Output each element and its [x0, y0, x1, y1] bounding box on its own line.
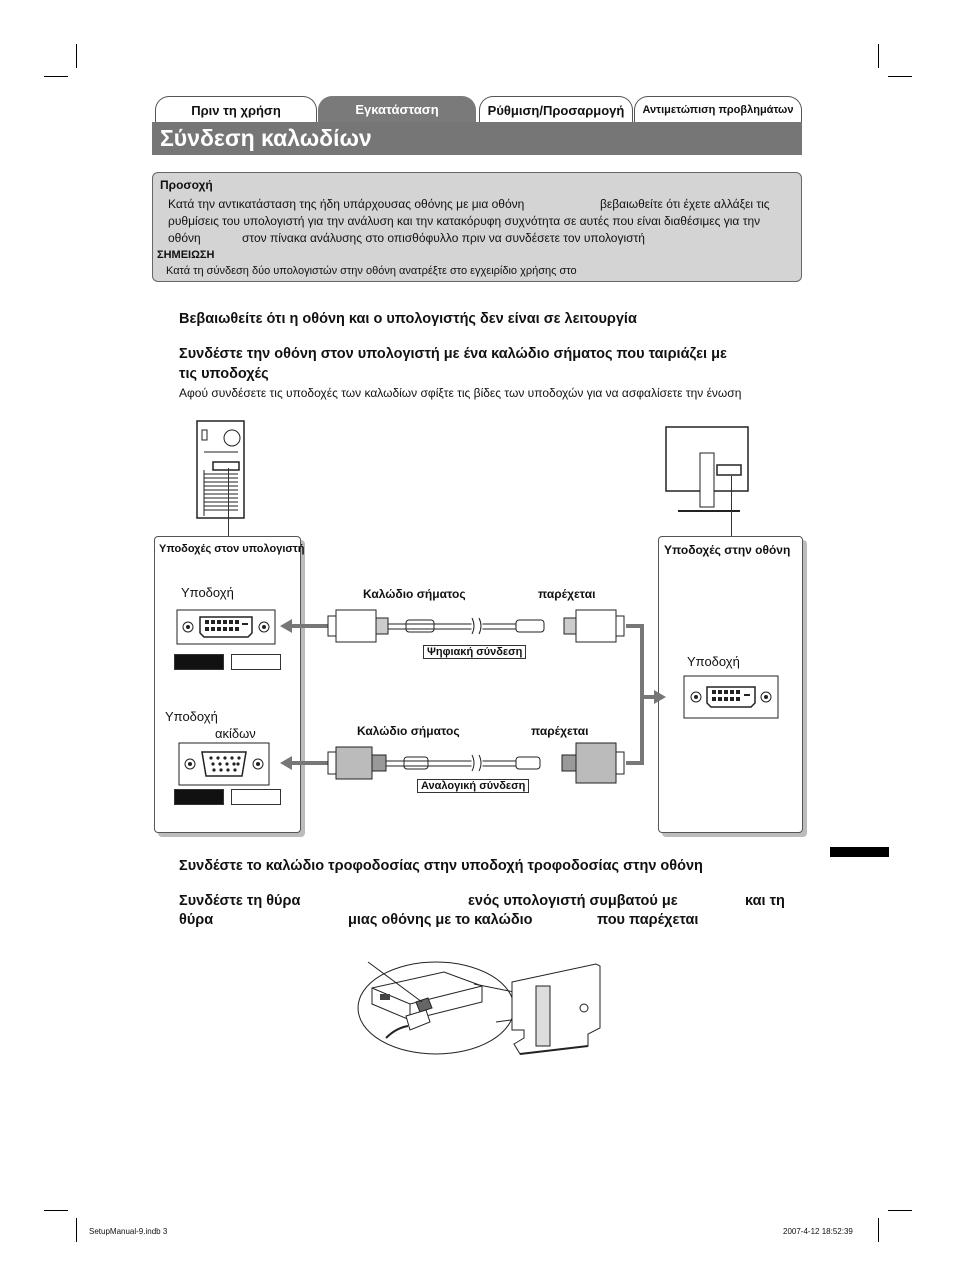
- section-marker: [830, 847, 889, 857]
- cable2-label: Καλώδιο σήματος: [357, 724, 460, 738]
- dsub-socket-icon: [178, 742, 270, 786]
- step-4-b: ενός υπολογιστή συμβατού με: [468, 893, 678, 909]
- monitor-illustration: [665, 426, 749, 512]
- pc-socket-dsub-pins: ακίδων: [215, 726, 256, 741]
- callout-line: [228, 468, 229, 536]
- step-2-line2: τις υποδοχές: [179, 366, 269, 382]
- tab-label: Εγκατάσταση: [355, 101, 439, 117]
- caution-text: ρυθμίσεις του υπολογιστή για την ανάλυση…: [168, 214, 761, 228]
- analog-connection-label: Αναλογική σύνδεση: [417, 779, 530, 793]
- black-tag: [174, 654, 224, 670]
- page-title: Σύνδεση καλωδίων: [160, 125, 372, 151]
- title-bar: Σύνδεση καλωδίων: [152, 122, 802, 155]
- monitor-dvi-socket-icon: [683, 675, 779, 719]
- pc-socket-dvi-label: Υποδοχή: [181, 585, 234, 600]
- step-4-f: που παρέχεται: [597, 912, 699, 928]
- monitor-connectors-panel: Υποδοχές στην οθόνη Υποδοχή: [658, 536, 803, 833]
- crop-mark: [44, 1210, 68, 1211]
- caution-box: Προσοχή Κατά την αντικατάσταση της ήδη υ…: [152, 172, 802, 282]
- white-tag: [231, 789, 281, 805]
- tab-before-use[interactable]: Πριν τη χρήση: [155, 96, 317, 123]
- step-4-a: Συνδέστε τη θύρα: [179, 893, 301, 909]
- cable1-supplied: παρέχεται: [538, 587, 596, 601]
- tab-label: Αντιμετώπιση προβλημάτων: [642, 104, 794, 116]
- crop-mark: [76, 1218, 77, 1242]
- cable1-label: Καλώδιο σήματος: [363, 587, 466, 601]
- black-tag: [174, 789, 224, 805]
- caution-heading: Προσοχή: [160, 178, 213, 192]
- step-4-e: μιας οθόνης με το καλώδιο: [348, 912, 533, 928]
- pc-connectors-panel: Υποδοχές στον υπολογιστή Υποδοχή Υποδοχή…: [154, 536, 305, 833]
- tab-label: Ρύθμιση/Προσαρμογή: [487, 102, 625, 118]
- tab-installation[interactable]: Εγκατάσταση: [318, 96, 476, 122]
- note-text: Κατά τη σύνδεση δύο υπολογιστών στην οθό…: [166, 265, 577, 277]
- footer-date: 2007-4-12 18:52:39: [783, 1227, 853, 1236]
- step-1: Βεβαιωθείτε ότι η οθόνη και ο υπολογιστή…: [179, 311, 637, 327]
- crop-mark: [888, 76, 912, 77]
- note-heading: ΣΗΜΕΙΩΣΗ: [157, 249, 215, 261]
- tab-settings[interactable]: Ρύθμιση/Προσαρμογή: [479, 96, 633, 123]
- monitor-socket-label: Υποδοχή: [687, 654, 740, 669]
- caution-text: βεβαιωθείτε ότι έχετε αλλάξει τις: [600, 197, 770, 211]
- dvi-socket-icon: [176, 609, 276, 645]
- crop-mark: [878, 1218, 879, 1242]
- monitor-connectors-title: Υποδοχές στην οθόνη: [664, 543, 791, 557]
- footer-file: SetupManual-9.indb 3: [89, 1227, 168, 1236]
- step-4-d: θύρα: [179, 912, 214, 928]
- caution-text: Κατά την αντικατάσταση της ήδη υπάρχουσα…: [168, 197, 525, 211]
- step-4-c: και τη: [745, 893, 785, 909]
- step-2-instruction: Αφού συνδέσετε τις υποδοχές των καλωδίων…: [179, 386, 742, 400]
- caution-text: στον πίνακα ανάλυσης στο οπισθόφυλλο πρι…: [242, 231, 645, 245]
- tab-troubleshooting[interactable]: Αντιμετώπιση προβλημάτων: [634, 96, 802, 123]
- crop-mark: [44, 76, 68, 77]
- callout-line: [731, 476, 732, 538]
- white-tag: [231, 654, 281, 670]
- crop-mark: [888, 1210, 912, 1211]
- step-2-line1: Συνδέστε την οθόνη στον υπολογιστή με έν…: [179, 346, 727, 362]
- pc-tower-illustration: [196, 420, 245, 519]
- usb-connection-illustration: [357, 961, 601, 1055]
- step-3: Συνδέστε το καλώδιο τροφοδοσίας στην υπο…: [179, 858, 703, 874]
- crop-mark: [878, 44, 879, 68]
- crop-mark: [76, 44, 77, 68]
- digital-connection-label: Ψηφιακή σύνδεση: [423, 645, 527, 659]
- cable2-supplied: παρέχεται: [531, 724, 589, 738]
- pc-connectors-title: Υποδοχές στον υπολογιστή: [159, 543, 305, 555]
- caution-text: οθόνη: [168, 231, 201, 245]
- tab-label: Πριν τη χρήση: [191, 102, 281, 118]
- cable-diagram: [280, 609, 666, 784]
- pc-socket-dsub-label: Υποδοχή: [165, 709, 218, 724]
